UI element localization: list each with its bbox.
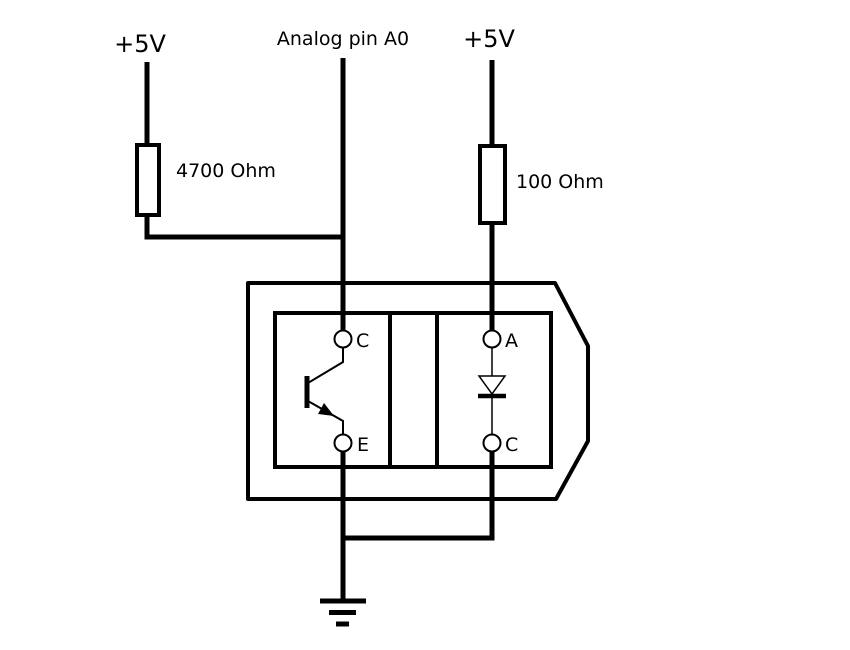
- analog-pin-a0-label: Analog pin A0: [277, 28, 409, 50]
- wire-cathode-to-ground-node: [343, 452, 495, 541]
- collector-terminal-pin: [333, 329, 353, 349]
- resistor-100-ohm-symbol: [478, 144, 507, 225]
- optocoupler-outer-case: [246, 281, 590, 501]
- anode-terminal-pin: [482, 329, 502, 349]
- wire-resistor-to-analog-node: [144, 215, 343, 240]
- phototransistor-symbol: C E: [304, 329, 369, 456]
- ground-branch: [320, 452, 495, 627]
- transistor-emitter-lead: [307, 400, 344, 434]
- anode-terminal-label: A: [505, 330, 518, 352]
- left-supply-label: +5V: [114, 30, 166, 58]
- resistor-100-ohm-value-label: 100 Ohm: [516, 171, 604, 193]
- ground-icon: [320, 598, 366, 627]
- led-symbol: A C: [477, 329, 518, 456]
- emitter-terminal-label: E: [357, 434, 369, 456]
- right-supply-label: +5V: [463, 25, 515, 53]
- optocoupler-inner-frame: [273, 311, 553, 469]
- emitter-terminal-pin: [333, 433, 353, 453]
- transistor-collector-lead: [307, 348, 344, 384]
- transistor-emitter-arrow-icon: [318, 403, 334, 416]
- right-supply-branch: +5V 100 Ohm: [463, 25, 604, 331]
- led-triangle-icon: [477, 375, 507, 396]
- resistor-4700-ohm-value-label: 4700 Ohm: [176, 160, 276, 182]
- resistor-4700-ohm-symbol: [135, 143, 161, 217]
- analog-pin-branch: Analog pin A0: [277, 28, 409, 331]
- cathode-terminal-label: C: [505, 434, 518, 456]
- optocoupler-body: [246, 281, 590, 501]
- left-supply-branch: +5V 4700 Ohm: [114, 30, 343, 240]
- collector-terminal-label: C: [356, 330, 369, 352]
- cathode-terminal-pin: [482, 433, 502, 453]
